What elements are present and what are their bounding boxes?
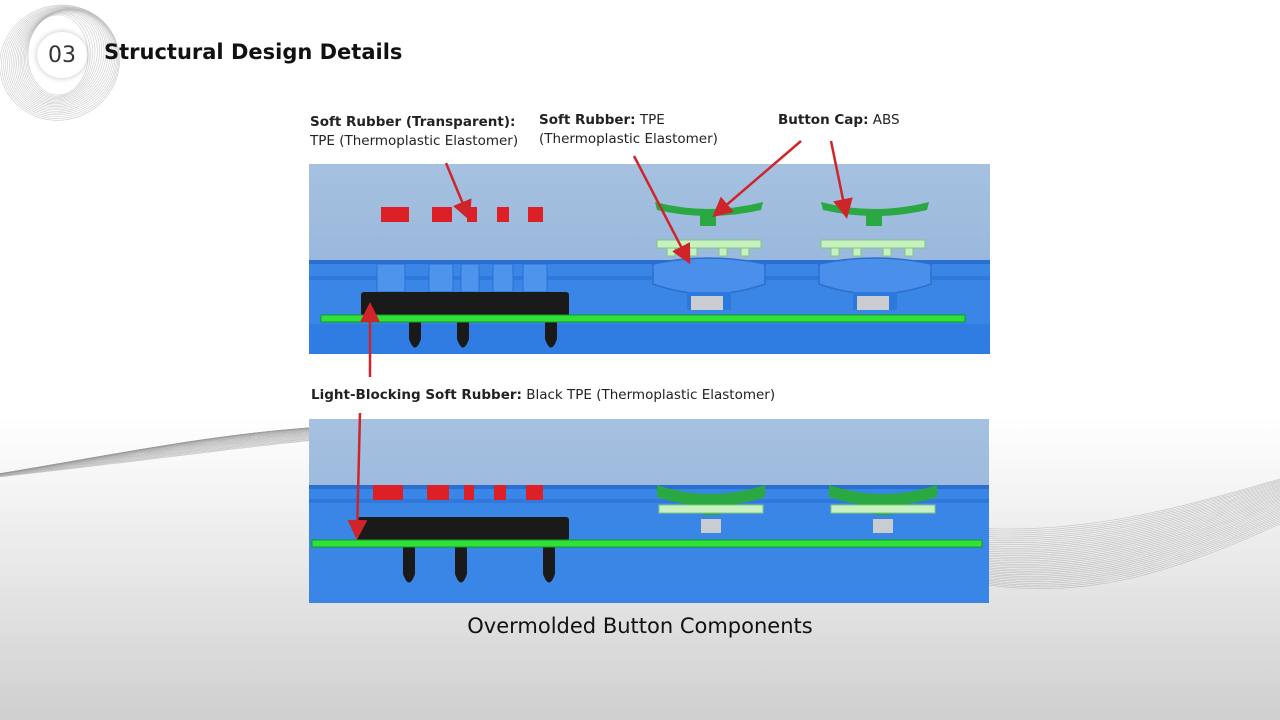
label-transparent-rubber: Soft Rubber (Transparent): TPE (Thermopl…: [310, 113, 518, 151]
decorative-ring: [27, 14, 89, 96]
decorative-ring: [24, 11, 96, 99]
decorative-ring: [16, 9, 107, 106]
decorative-ring: [10, 8, 113, 111]
pcb-board-2: [311, 539, 983, 548]
label-transparent-rubber-name: Soft Rubber (Transparent):: [310, 114, 516, 130]
decorative-ring: [22, 11, 98, 101]
soft-rubber-dome-1: [652, 257, 766, 310]
label-soft-rubber: Soft Rubber: TPE (Thermoplastic Elastome…: [539, 111, 718, 149]
slide-title: Structural Design Details: [104, 40, 403, 64]
label-transparent-rubber-material: TPE (Thermoplastic Elastomer): [310, 133, 519, 149]
decorative-ring: [14, 9, 109, 107]
section-number: 03: [48, 42, 76, 68]
decorative-ring: [5, 6, 117, 116]
section-number-badge: 03: [37, 32, 87, 78]
decorative-ring: [26, 13, 91, 97]
decorative-ring: [7, 7, 116, 114]
label-soft-rubber-material: TPE: [639, 112, 665, 128]
decorative-ring: [3, 6, 118, 117]
decorative-ring: [17, 9, 105, 105]
exploded-cross-section-diagram: [309, 164, 990, 354]
label-light-blocking-rubber: Light-Blocking Soft Rubber: Black TPE (T…: [311, 386, 775, 405]
pcb-board: [320, 314, 966, 323]
decorative-ring: [9, 7, 114, 112]
decorative-ring: [21, 10, 100, 102]
support-frame-2: [820, 239, 926, 257]
label-button-cap-name: Button Cap:: [778, 112, 869, 128]
transparent-rubber-pieces: [381, 207, 543, 222]
label-soft-rubber-name: Soft Rubber:: [539, 112, 636, 128]
black-rubber-assembled: [357, 517, 569, 583]
figure-caption: Overmolded Button Components: [467, 614, 813, 638]
black-light-blocking-rubber: [361, 292, 569, 348]
decorative-ring: [12, 8, 111, 109]
label-light-blocking-name: Light-Blocking Soft Rubber:: [311, 387, 522, 403]
label-soft-rubber-material-detail: (Thermoplastic Elastomer): [539, 131, 718, 147]
decorative-ring: [0, 4, 120, 121]
assembled-button-2: [829, 485, 937, 533]
transparent-rubber-assembled: [373, 485, 543, 500]
decorative-ring: [19, 10, 103, 103]
label-button-cap-material: ABS: [872, 112, 900, 128]
soft-rubber-dome-2: [818, 257, 932, 310]
assembled-button-1: [657, 485, 765, 533]
decorative-ring: [25, 12, 93, 98]
label-light-blocking-material: Black TPE (Thermoplastic Elastomer): [526, 387, 776, 403]
decorative-ring: [1, 5, 119, 119]
assembled-cross-section-diagram: [309, 419, 989, 603]
label-button-cap: Button Cap: ABS: [778, 111, 900, 130]
